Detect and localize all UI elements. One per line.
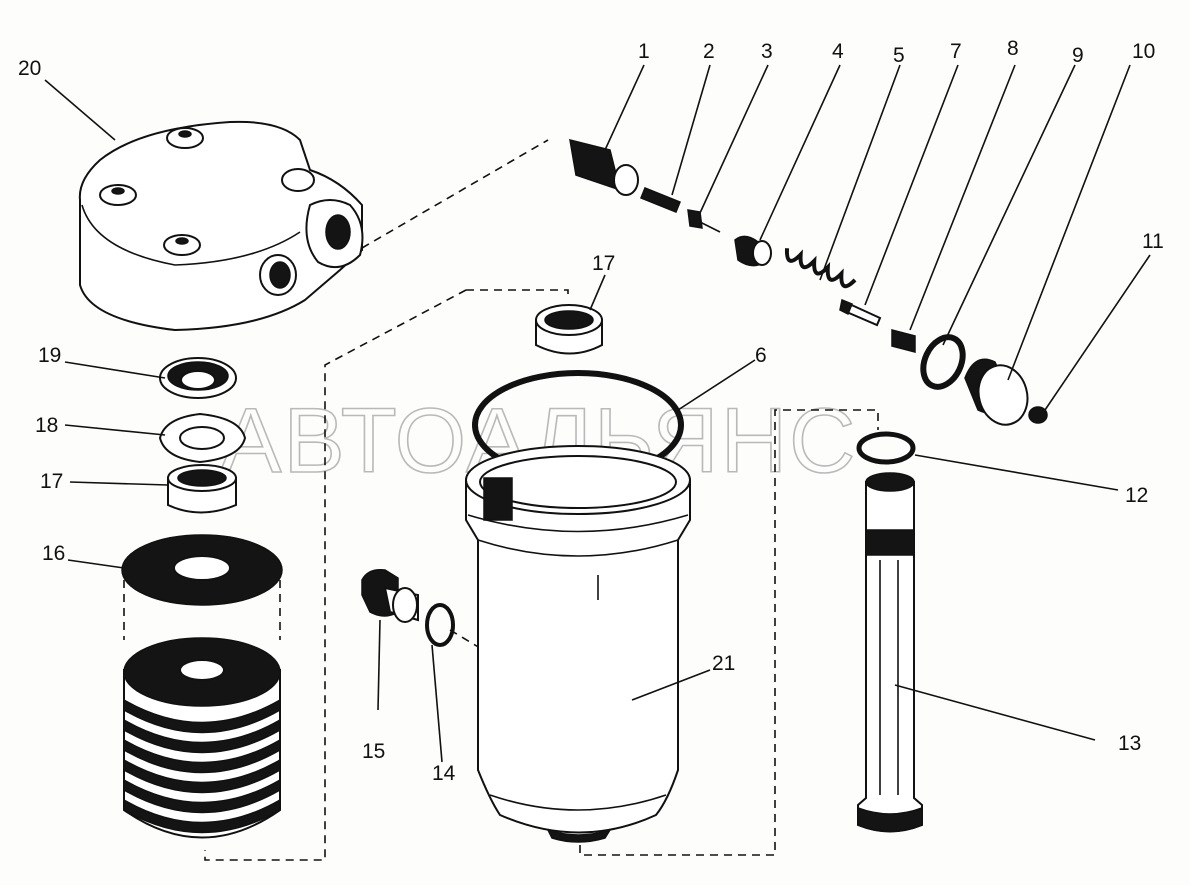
part-13-tube (857, 472, 923, 833)
part-11-small-plug (1028, 406, 1048, 424)
label-4: 4 (832, 40, 844, 63)
label-21: 21 (712, 652, 735, 675)
label-10: 10 (1132, 40, 1155, 63)
part-9-gasket (920, 334, 966, 390)
leader-lines (44, 64, 1151, 763)
label-3: 3 (761, 40, 773, 63)
part-15-plug (361, 568, 419, 623)
label-11: 11 (1142, 230, 1164, 253)
part-14-seal-ring (425, 603, 455, 647)
assembly-dashed-lines (123, 139, 879, 861)
part-5-spring (784, 248, 857, 289)
label-5: 5 (893, 44, 905, 67)
part-20-housing (78, 120, 364, 332)
part-10-cap (964, 358, 1029, 426)
label-14: 14 (432, 762, 456, 785)
label-8: 8 (1007, 37, 1019, 60)
label-17-left: 17 (40, 470, 63, 493)
label-19: 19 (38, 344, 61, 367)
label-6: 6 (755, 344, 767, 367)
part-number-labels: 20 19 18 17 16 15 14 17 6 21 1 2 3 4 5 7… (18, 37, 1164, 785)
filter-discs (123, 698, 281, 834)
part-3-plunger (687, 209, 721, 233)
part-21-bowl (465, 445, 691, 843)
label-18: 18 (35, 414, 58, 437)
label-12: 12 (1125, 484, 1148, 507)
label-1: 1 (638, 40, 650, 63)
part-17-bushing-top (535, 304, 603, 355)
label-13: 13 (1118, 732, 1141, 755)
part-7-pin (839, 298, 882, 327)
label-15: 15 (362, 740, 385, 763)
part-12-washer (856, 431, 916, 465)
part-19-nut (159, 357, 237, 399)
part-16-filter-element (121, 534, 283, 839)
part-17-bushing-left (167, 464, 237, 514)
label-16: 16 (42, 542, 65, 565)
part-4-valve (734, 235, 772, 267)
part-2-spring (640, 187, 681, 213)
label-20: 20 (18, 57, 41, 80)
label-9: 9 (1072, 44, 1084, 67)
label-17-top: 17 (592, 252, 615, 275)
part-1-valve-seat (569, 138, 639, 196)
label-7: 7 (950, 40, 962, 63)
part-8-bushing (891, 329, 916, 353)
label-2: 2 (703, 40, 715, 63)
part-18-lock-washer (158, 412, 247, 464)
